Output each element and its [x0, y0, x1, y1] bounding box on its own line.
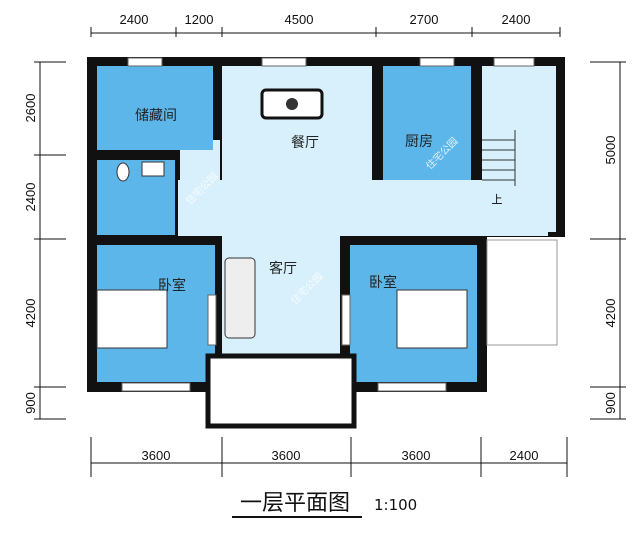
dining-table-icon: [260, 88, 324, 120]
dim-top-2: 1200: [185, 12, 214, 27]
dim-top-1: 2400: [120, 12, 149, 27]
dim-bottom-4: 2400: [510, 448, 539, 463]
label-dining: 餐厅: [291, 135, 319, 151]
dim-right-1: 5000: [603, 136, 618, 165]
dimension-lines: [34, 27, 626, 477]
toilet-icon: [116, 162, 130, 182]
dim-top-3: 4500: [285, 12, 314, 27]
staircase: [482, 130, 516, 186]
dim-right-3: 900: [603, 392, 618, 414]
kitchen: [383, 66, 471, 180]
label-stair-up: 上: [492, 193, 503, 206]
sink-icon: [141, 161, 165, 177]
bed-icon: [396, 289, 468, 349]
dim-right-2: 4200: [603, 299, 618, 328]
dim-top-5: 2400: [502, 12, 531, 27]
label-bedroom-left: 卧室: [158, 277, 186, 294]
windows: [121, 57, 535, 392]
label-bedroom-right: 卧室: [369, 274, 397, 291]
plan-title: 一层平面图: [240, 491, 350, 516]
sofa-icon: [224, 257, 256, 339]
dim-left-2: 2400: [23, 183, 38, 212]
stair-hall: [482, 66, 556, 232]
label-kitchen: 厨房: [405, 134, 433, 150]
side-patio: [486, 239, 558, 346]
dim-left-1: 2600: [23, 94, 38, 123]
dim-left-3: 4200: [23, 299, 38, 328]
dim-bottom-1: 3600: [142, 448, 171, 463]
plan-scale: 1:100: [374, 496, 417, 514]
storage-room: [97, 66, 213, 150]
dim-bottom-2: 3600: [272, 448, 301, 463]
entrance-porch: [205, 353, 357, 429]
dim-left-4: 900: [23, 392, 38, 414]
label-storage: 储藏间: [135, 108, 177, 124]
dim-bottom-3: 3600: [402, 448, 431, 463]
bed-icon: [96, 289, 168, 349]
label-living: 客厅: [269, 260, 297, 277]
dim-top-4: 2700: [410, 12, 439, 27]
